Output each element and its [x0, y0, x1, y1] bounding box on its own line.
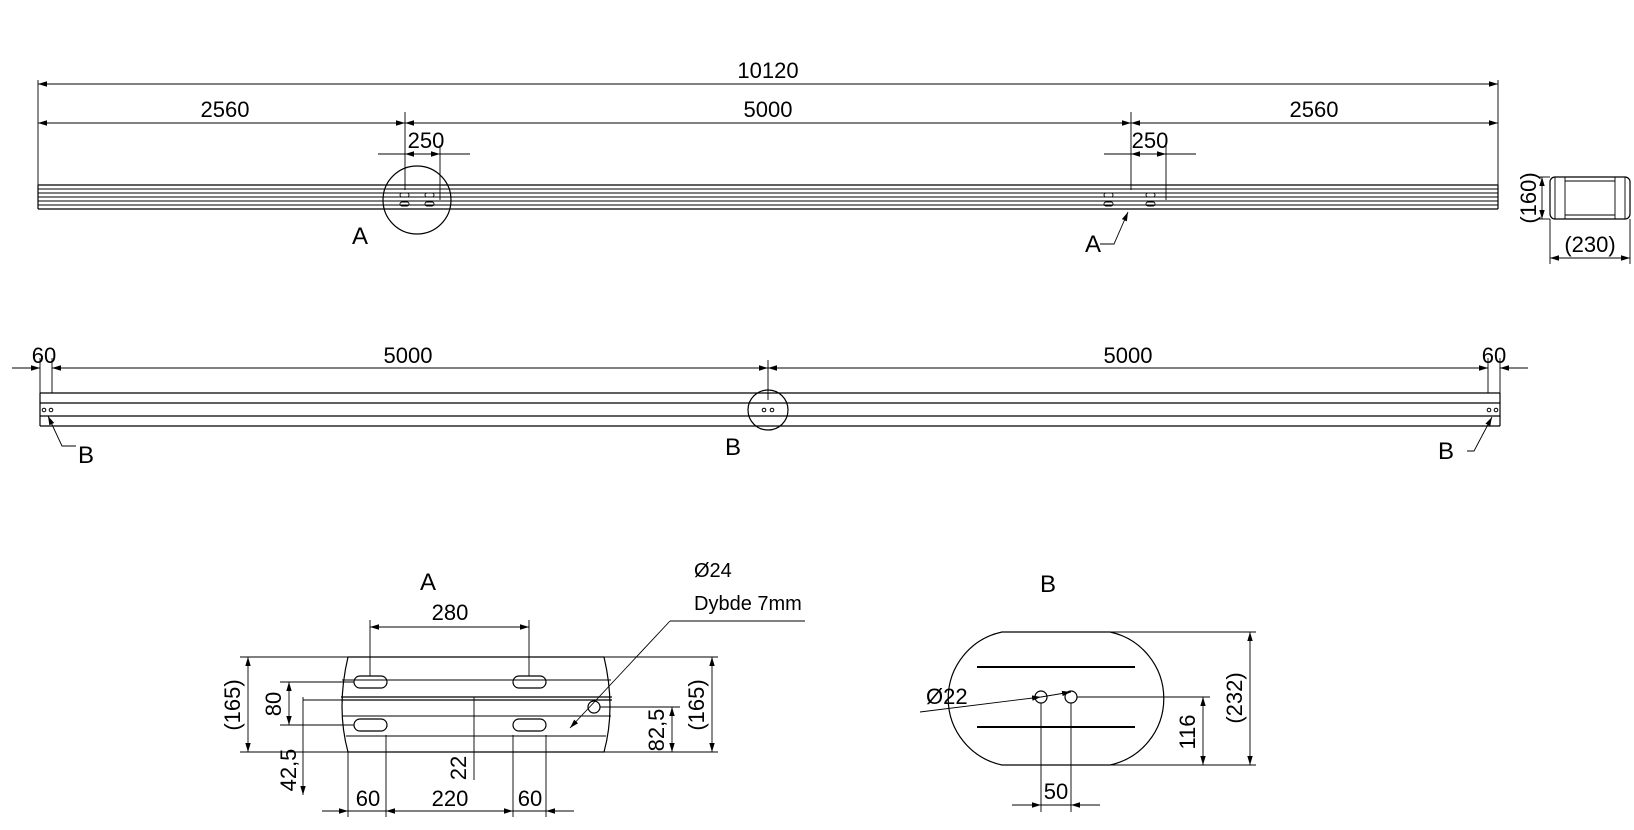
end-section: (160) (230) [1516, 172, 1631, 264]
detail-b-label-right: B [1438, 438, 1454, 465]
detail-b-label-left: B [78, 442, 94, 469]
detail-a-slot-spacing: 280 [432, 600, 469, 625]
detail-a-hole-depth: Dybde 7mm [694, 593, 802, 615]
end-section-height: (160) [1516, 172, 1541, 223]
detail-a-bottom-220: 220 [432, 786, 469, 811]
dim-right-hole-spacing: 250 [1132, 128, 1169, 153]
detail-a-offset-42-5: 42,5 [276, 749, 301, 792]
side-dim-right-edge: 60 [1482, 343, 1506, 368]
dim-left-segment: 2560 [201, 97, 250, 122]
detail-b-circle [747, 389, 789, 431]
end-section-outline [1549, 176, 1631, 220]
detail-a-body [341, 656, 611, 753]
detail-a-height-left: (165) [220, 679, 245, 730]
top-view: 10120 2560 5000 2560 250 250 A A [37, 58, 1499, 258]
detail-a-title: A [420, 569, 436, 596]
detail-b-hole-spacing: 50 [1044, 779, 1068, 804]
side-dim-right-span: 5000 [1104, 343, 1153, 368]
side-view: 60 5000 5000 60 B B B [12, 343, 1528, 469]
dim-right-segment: 2560 [1290, 97, 1339, 122]
detail-b-label-center: B [725, 434, 741, 461]
side-dim-left-edge: 60 [32, 343, 56, 368]
detail-a-hole-diameter: Ø24 [694, 560, 732, 582]
dim-middle-segment: 5000 [744, 97, 793, 122]
detail-a: A 280 (165) 80 42,5 [220, 560, 805, 817]
detail-b-hole-diameter: Ø22 [926, 684, 968, 709]
detail-a-hole-height: 82,5 [644, 709, 669, 752]
end-section-width: (230) [1564, 232, 1615, 257]
detail-b-overall-height: (232) [1222, 672, 1247, 723]
detail-b-body [947, 631, 1165, 766]
detail-b-title: B [1040, 571, 1056, 598]
side-view-beam [39, 392, 1501, 427]
dim-overall-text: 10120 [737, 58, 798, 83]
top-view-beam [37, 184, 1499, 210]
side-dim-left-span: 5000 [384, 343, 433, 368]
detail-a-offset-80: 80 [261, 692, 286, 716]
dim-left-hole-spacing: 250 [408, 128, 445, 153]
detail-a-bottom-60-right: 60 [518, 786, 542, 811]
detail-a-label-circle: A [352, 223, 368, 250]
detail-a-label-leader: A [1085, 231, 1101, 258]
detail-b: B Ø22 50 116 (232) [919, 571, 1256, 812]
detail-a-circle [382, 165, 452, 235]
detail-a-bottom-60-left: 60 [356, 786, 380, 811]
detail-b-hole-height: 116 [1175, 714, 1200, 749]
detail-a-height-right: (165) [684, 679, 709, 730]
detail-a-gap-22: 22 [446, 756, 471, 780]
